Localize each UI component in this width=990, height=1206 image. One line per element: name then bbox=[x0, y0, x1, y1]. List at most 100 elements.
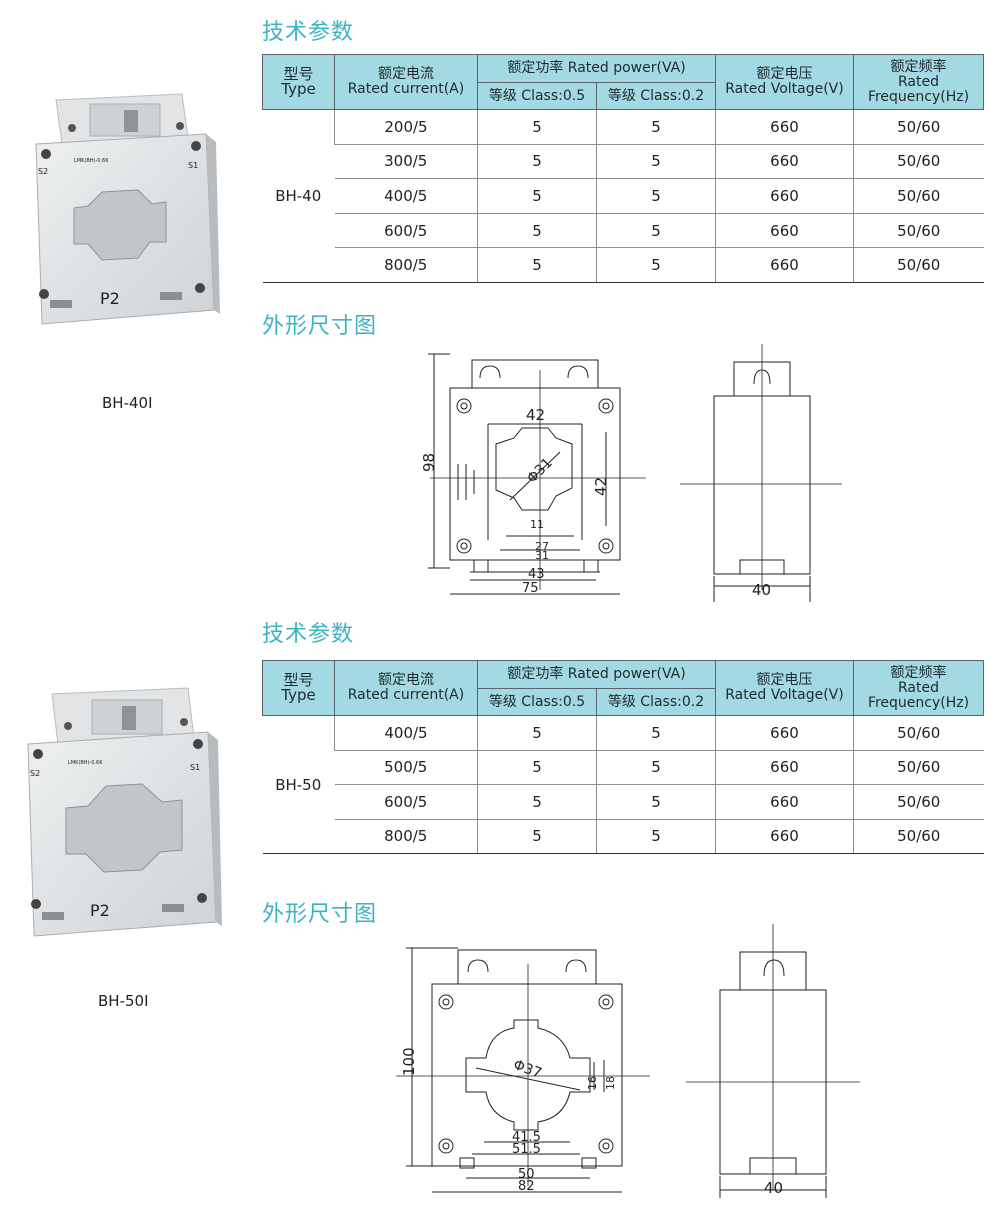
dim-40-depth: 40 bbox=[764, 1179, 783, 1197]
cell-voltage: 660 bbox=[715, 144, 854, 180]
cell-c05: 5 bbox=[477, 784, 597, 820]
cell-c05: 5 bbox=[477, 819, 597, 854]
cell-c02: 5 bbox=[596, 784, 716, 820]
dim-27: 27 bbox=[535, 540, 549, 553]
cell-voltage: 660 bbox=[715, 109, 854, 145]
cell-current: 400/5 bbox=[334, 178, 478, 214]
product-photo-bh40: LMK(BH)-0.66 S2 S1 P2 bbox=[30, 92, 220, 332]
header-frequency: 额定频率 Rated Frequency(Hz) bbox=[853, 660, 984, 716]
section2-outline-title: 外形尺寸图 bbox=[262, 902, 378, 927]
cell-freq: 50/60 bbox=[853, 213, 984, 249]
outline-drawing-bh50-front: Φ37 100 16 18 41.5 51.5 50 82 bbox=[396, 947, 650, 1194]
header-class02: 等级 Class:0.2 bbox=[596, 688, 716, 716]
cell-freq: 50/60 bbox=[853, 784, 984, 820]
header-current: 额定电流 Rated current(A) bbox=[334, 660, 478, 716]
header-type: 型号 Type bbox=[262, 660, 335, 716]
cell-current: 600/5 bbox=[334, 784, 478, 820]
cell-c02: 5 bbox=[596, 178, 716, 214]
cell-c02: 5 bbox=[596, 247, 716, 283]
model-cell: BH-40 bbox=[262, 109, 335, 283]
cell-freq: 50/60 bbox=[853, 750, 984, 785]
cell-voltage: 660 bbox=[715, 715, 854, 751]
cell-voltage: 660 bbox=[715, 178, 854, 214]
current-transformer-image: LMK(BH)-0.66 S2 S1 P2 bbox=[27, 687, 222, 937]
outline-drawing-bh50-side: 40 bbox=[686, 924, 860, 1198]
dim-40-depth: 40 bbox=[752, 581, 771, 599]
section1-outline-title: 外形尺寸图 bbox=[262, 314, 378, 339]
product-photo-bh50: LMK(BH)-0.66 S2 S1 P2 bbox=[22, 686, 222, 944]
nameplate-text: LMK(BH)-0.66 bbox=[68, 760, 102, 766]
section1-title: 技术参数 bbox=[262, 20, 355, 45]
dim-75: 75 bbox=[522, 581, 539, 596]
cell-current: 300/5 bbox=[334, 144, 478, 180]
cell-c02: 5 bbox=[596, 213, 716, 249]
dim-51-5: 51.5 bbox=[512, 1142, 541, 1157]
dim-42-vertical: 42 bbox=[592, 477, 610, 496]
cell-c05: 5 bbox=[477, 178, 597, 214]
header-class05: 等级 Class:0.5 bbox=[477, 82, 597, 110]
dim-42-horizontal: 42 bbox=[526, 406, 545, 424]
cell-c02: 5 bbox=[596, 109, 716, 145]
s1-mark: S1 bbox=[188, 161, 198, 170]
header-power: 额定功率 Rated power(VA) bbox=[477, 54, 716, 83]
cell-c02: 5 bbox=[596, 715, 716, 751]
p2-mark: P2 bbox=[90, 901, 110, 920]
cell-freq: 50/60 bbox=[853, 819, 984, 854]
dim-98: 98 bbox=[420, 453, 438, 472]
header-voltage: 额定电压 Rated Voltage(V) bbox=[715, 660, 854, 716]
outline-drawing-bh40-front: 42 42 Φ31 98 11 27 31 43 75 bbox=[420, 353, 646, 596]
cell-voltage: 660 bbox=[715, 784, 854, 820]
nameplate-text: LMK(BH)-0.66 bbox=[74, 158, 108, 164]
cell-current: 800/5 bbox=[334, 819, 478, 854]
dim-41-5: 41.5 bbox=[512, 1130, 541, 1145]
spec-table-bh40: 型号 Type 额定电流 Rated current(A) 额定功率 Rated… bbox=[262, 54, 984, 283]
cell-freq: 50/60 bbox=[853, 178, 984, 214]
dim-82: 82 bbox=[518, 1179, 535, 1194]
cell-voltage: 660 bbox=[715, 819, 854, 854]
header-voltage: 额定电压 Rated Voltage(V) bbox=[715, 54, 854, 110]
caption-bh50: BH-50I bbox=[98, 992, 149, 1010]
s2-mark: S2 bbox=[30, 769, 40, 778]
header-class02: 等级 Class:0.2 bbox=[596, 82, 716, 110]
cell-c05: 5 bbox=[477, 750, 597, 785]
cell-c05: 5 bbox=[477, 109, 597, 145]
dim-43: 43 bbox=[528, 567, 545, 582]
cell-voltage: 660 bbox=[715, 750, 854, 785]
dim-diameter: Φ37 bbox=[511, 1057, 544, 1082]
cell-freq: 50/60 bbox=[853, 715, 984, 751]
header-type: 型号 Type bbox=[262, 54, 335, 110]
dim-11: 11 bbox=[530, 518, 544, 531]
cell-voltage: 660 bbox=[715, 247, 854, 283]
section2-title: 技术参数 bbox=[262, 622, 355, 647]
cell-current: 800/5 bbox=[334, 247, 478, 283]
header-frequency: 额定频率 Rated Frequency(Hz) bbox=[853, 54, 984, 110]
cell-voltage: 660 bbox=[715, 213, 854, 249]
dim-16: 16 bbox=[586, 1076, 599, 1090]
cell-current: 600/5 bbox=[334, 213, 478, 249]
cell-freq: 50/60 bbox=[853, 144, 984, 180]
cell-freq: 50/60 bbox=[853, 247, 984, 283]
header-class05: 等级 Class:0.5 bbox=[477, 688, 597, 716]
dim-18: 18 bbox=[604, 1076, 617, 1090]
cell-freq: 50/60 bbox=[853, 109, 984, 145]
s2-mark: S2 bbox=[38, 167, 48, 176]
cell-c02: 5 bbox=[596, 750, 716, 785]
cell-c02: 5 bbox=[596, 819, 716, 854]
header-current: 额定电流 Rated current(A) bbox=[334, 54, 478, 110]
cell-c05: 5 bbox=[477, 213, 597, 249]
cell-c05: 5 bbox=[477, 144, 597, 180]
cell-current: 500/5 bbox=[334, 750, 478, 785]
cell-c05: 5 bbox=[477, 715, 597, 751]
cell-c05: 5 bbox=[477, 247, 597, 283]
model-cell: BH-50 bbox=[262, 715, 335, 854]
p2-mark: P2 bbox=[100, 289, 120, 308]
